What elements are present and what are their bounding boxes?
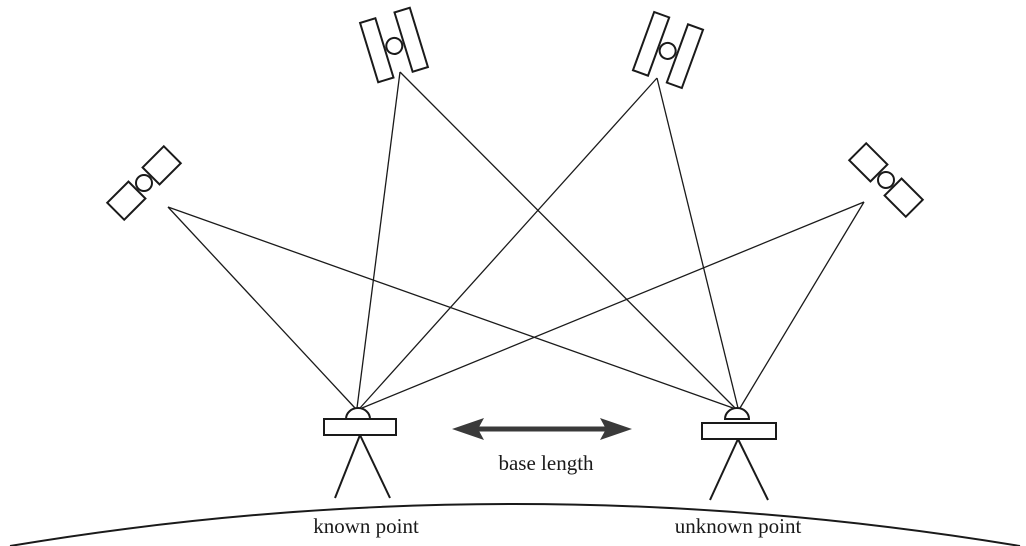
gps-receiver-tripod-icon xyxy=(323,407,397,499)
base-length-label: base length xyxy=(498,451,594,475)
satellite-icon xyxy=(847,141,925,219)
signal-line xyxy=(359,77,658,409)
gps-receiver-tripod-icon xyxy=(701,407,777,501)
double-headed-arrow-icon xyxy=(452,418,632,440)
signal-line xyxy=(739,201,865,409)
signal-lines xyxy=(167,71,865,409)
signal-line xyxy=(399,71,736,409)
earth-surface xyxy=(9,503,1021,546)
unknown-point-label: unknown point xyxy=(675,514,802,538)
satellite-icon xyxy=(631,10,705,90)
signal-line xyxy=(167,206,356,409)
signal-line xyxy=(656,77,739,409)
satellite-icon xyxy=(105,144,183,222)
satellite-icon xyxy=(358,6,430,84)
signal-line xyxy=(356,71,401,409)
known-point-label: known point xyxy=(313,514,419,538)
signal-line xyxy=(167,206,734,409)
signal-line xyxy=(361,201,865,409)
